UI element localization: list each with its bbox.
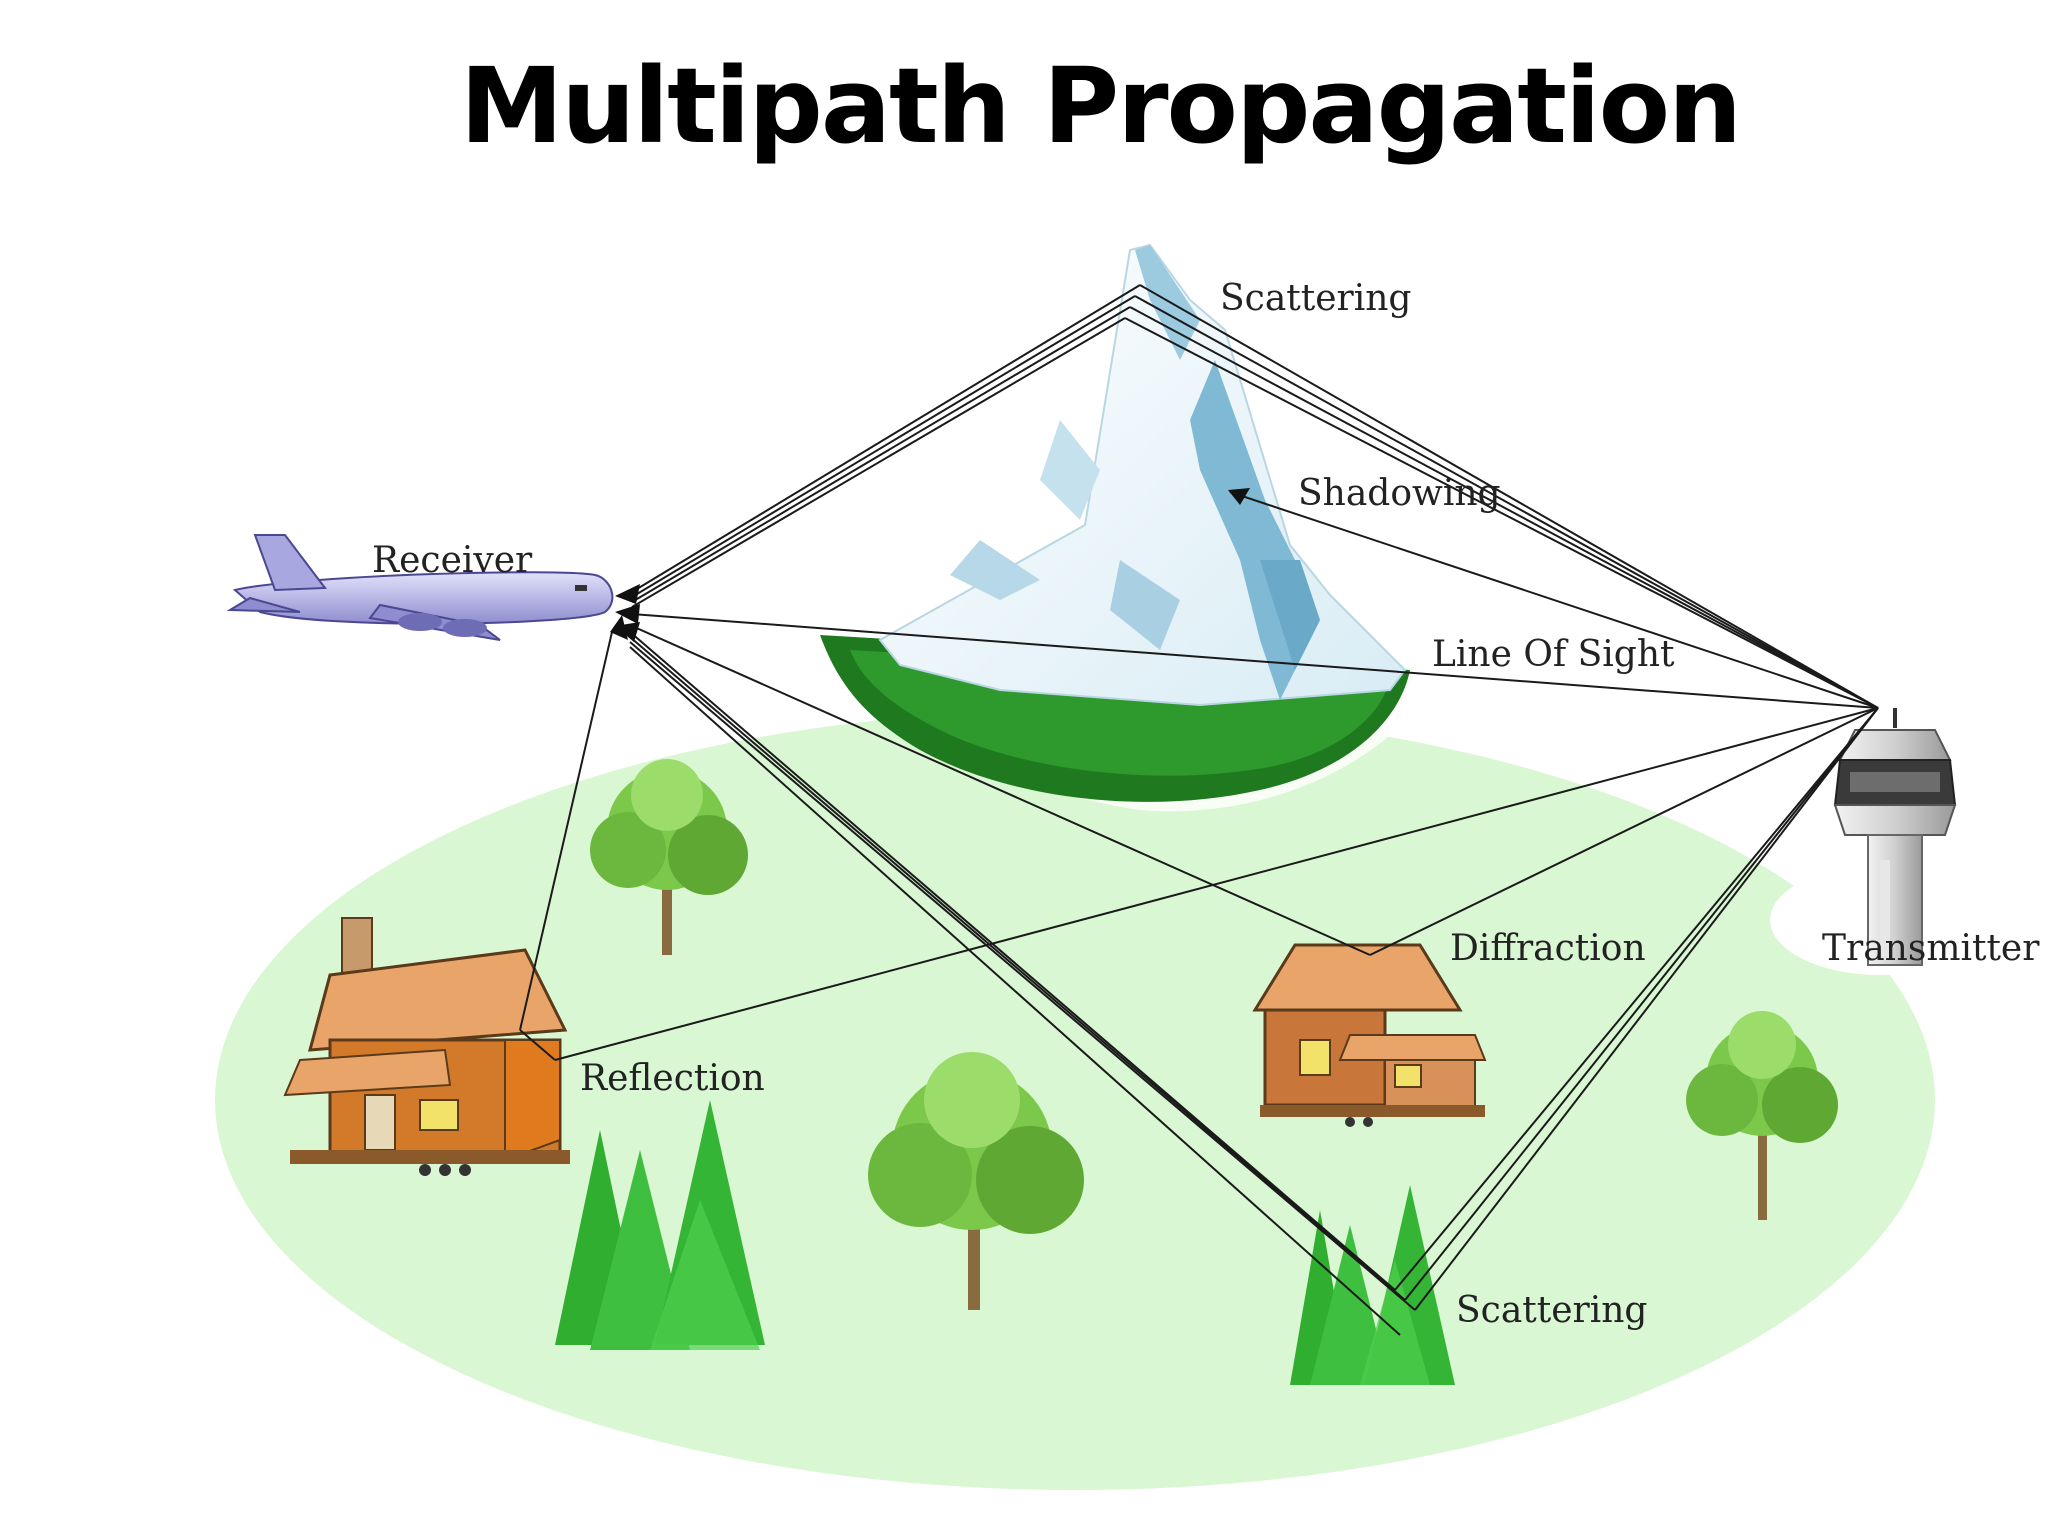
label-receiver: Receiver — [372, 540, 533, 581]
label-scattering-top: Scattering — [1220, 278, 1411, 319]
pine-trees-icon — [555, 1100, 765, 1350]
label-shadowing: Shadowing — [1298, 473, 1501, 514]
mountain-icon — [820, 243, 1440, 812]
label-transmitter: Transmitter — [1822, 928, 2040, 969]
label-scattering-bottom: Scattering — [1456, 1290, 1647, 1331]
signal-paths — [519, 284, 1879, 1336]
airplane-icon — [226, 534, 614, 641]
tree-icon — [590, 759, 748, 955]
control-tower-icon — [1833, 708, 1957, 966]
house-icon — [283, 917, 570, 1176]
tree-icon — [1686, 1011, 1838, 1220]
label-line-of-sight: Line Of Sight — [1432, 634, 1675, 675]
tree-icon — [868, 1052, 1084, 1310]
page-title: Multipath Propagation — [460, 45, 1740, 167]
pine-trees-icon — [1290, 1185, 1455, 1385]
label-reflection: Reflection — [580, 1058, 765, 1099]
label-diffraction: Diffraction — [1450, 928, 1646, 969]
cabin-icon — [1252, 943, 1487, 1127]
arrowheads — [610, 488, 1250, 642]
